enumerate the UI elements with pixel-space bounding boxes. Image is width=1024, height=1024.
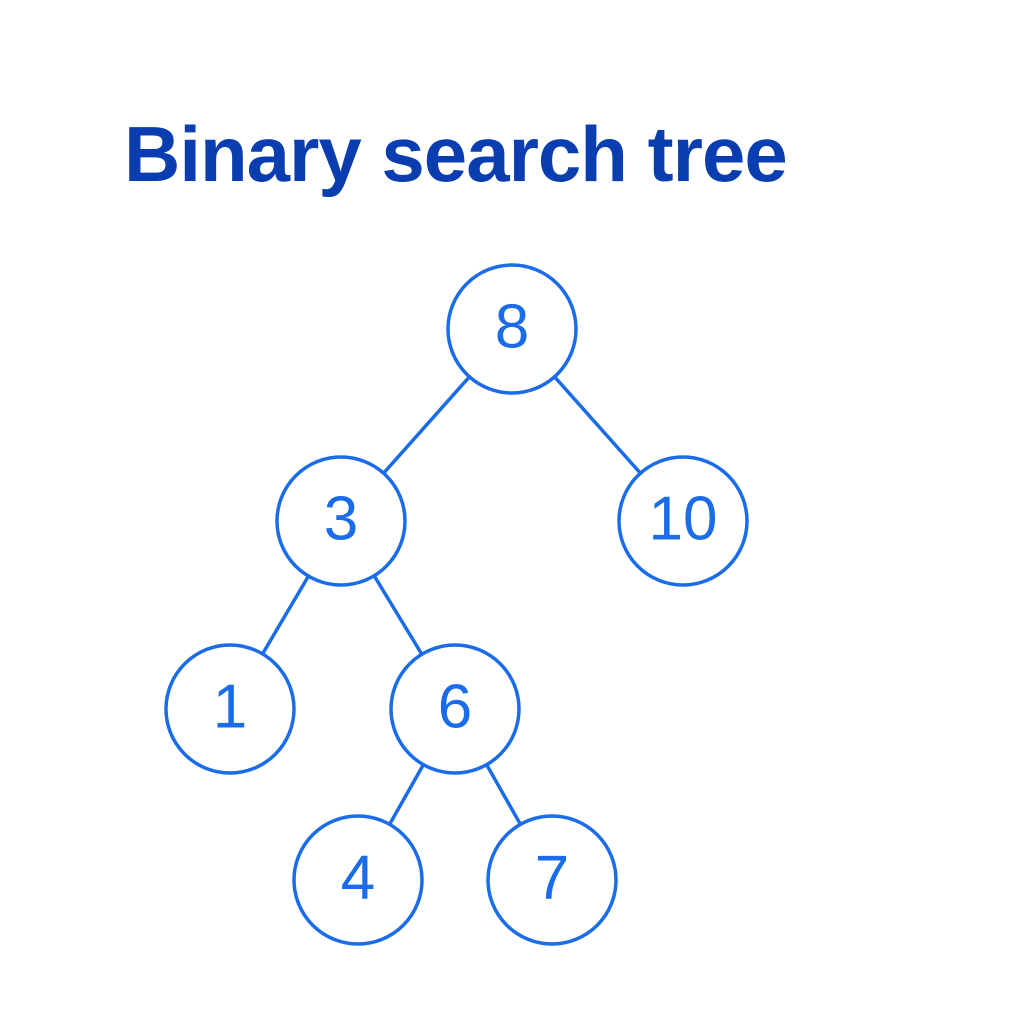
node-label: 6 xyxy=(438,672,472,741)
node-circle xyxy=(389,643,521,775)
node-label: 8 xyxy=(495,292,529,361)
tree-node-7: 7 xyxy=(486,814,618,946)
tree-node-1: 1 xyxy=(164,643,296,775)
edges-layer xyxy=(260,375,643,827)
node-circle xyxy=(446,263,578,395)
node-circle xyxy=(617,455,749,587)
node-label: 7 xyxy=(535,843,569,912)
node-label: 1 xyxy=(213,672,247,741)
node-circle xyxy=(164,643,296,775)
node-label: 10 xyxy=(649,484,718,553)
node-label: 3 xyxy=(324,484,358,553)
tree-node-4: 4 xyxy=(292,814,424,946)
page-title: Binary search tree xyxy=(124,110,788,198)
node-circle xyxy=(275,455,407,587)
edge-n3-n1 xyxy=(260,574,311,656)
edge-n6-n4 xyxy=(387,762,426,827)
tree-node-3: 3 xyxy=(275,455,407,587)
node-circle xyxy=(486,814,618,946)
node-label: 4 xyxy=(341,843,375,912)
tree-node-8: 8 xyxy=(446,263,578,395)
tree-node-10: 10 xyxy=(617,455,749,587)
edge-n3-n6 xyxy=(372,573,424,657)
nodes-layer: 8 3 10 1 6 4 7 xyxy=(164,263,749,946)
edge-n8-n10 xyxy=(552,375,643,475)
edge-n8-n3 xyxy=(381,375,472,475)
tree-node-6: 6 xyxy=(389,643,521,775)
edge-n6-n7 xyxy=(484,762,523,827)
node-circle xyxy=(292,814,424,946)
